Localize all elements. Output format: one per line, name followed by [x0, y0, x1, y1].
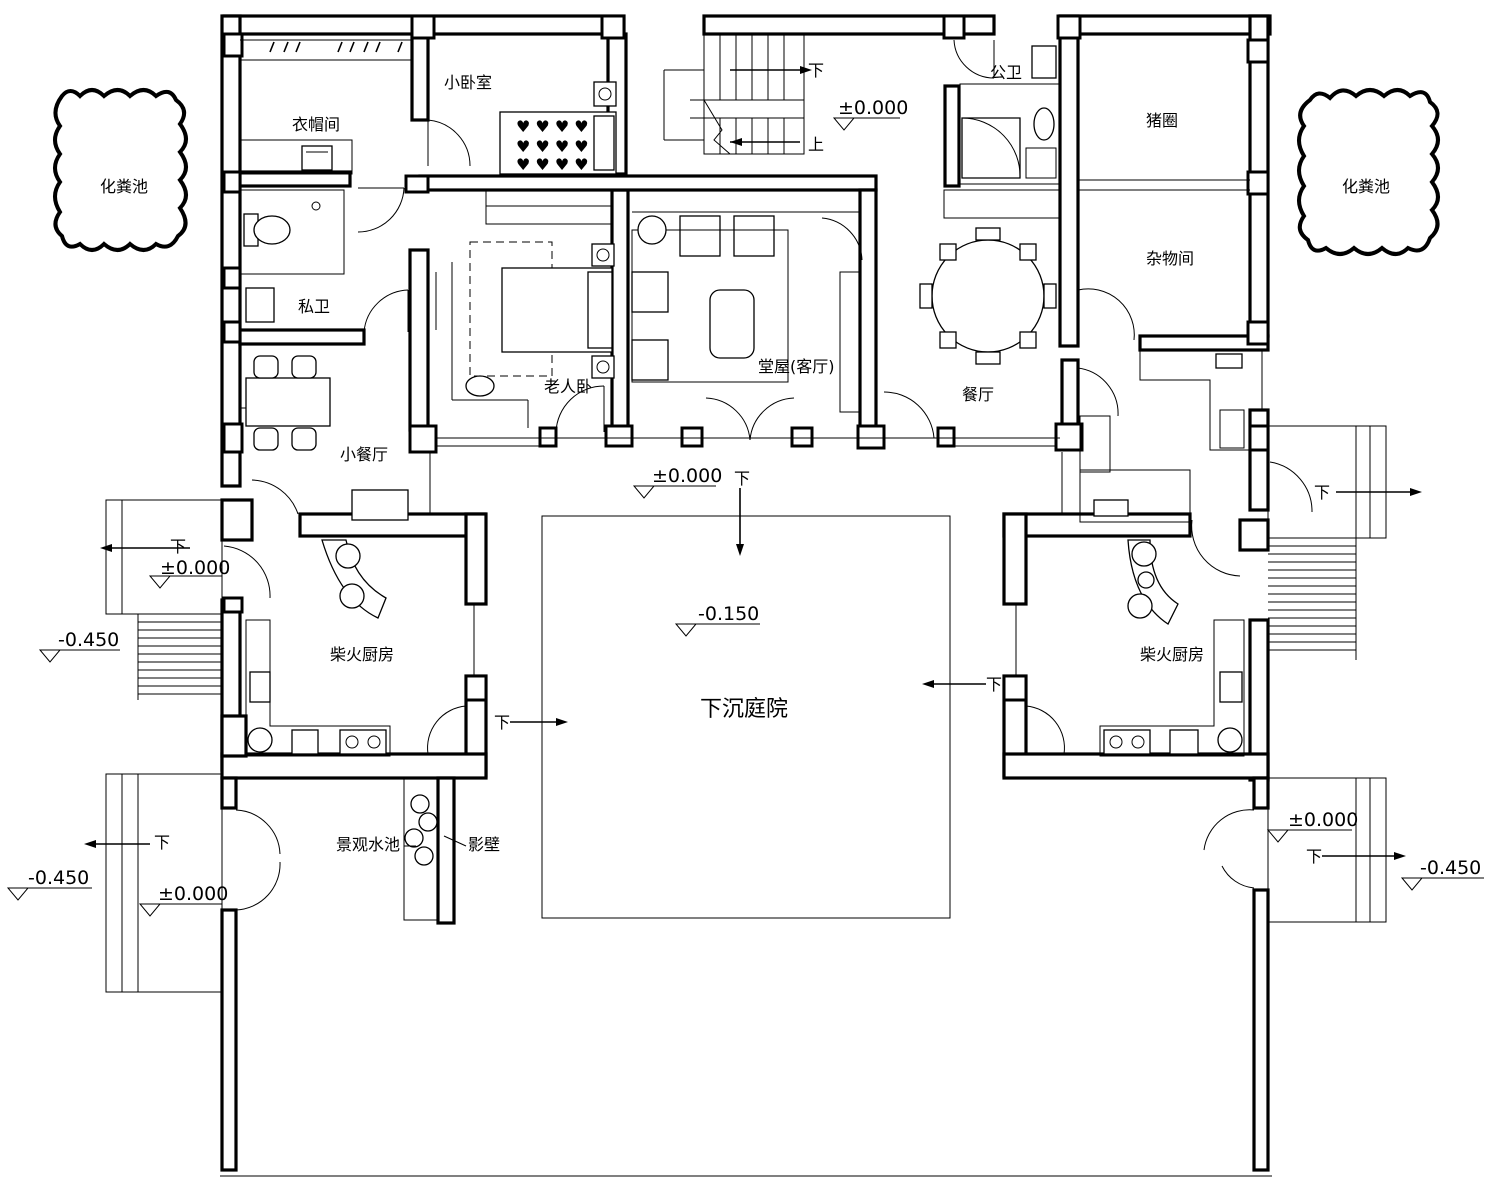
private-bath-fixtures	[239, 189, 345, 323]
label-septic-left: 化粪池	[100, 177, 148, 196]
left-mid-stair-treads	[138, 621, 222, 695]
label-septic-right: 化粪池	[1342, 177, 1390, 196]
elev-court-top: ±0.000	[652, 465, 722, 487]
small-bedroom-bed: ♥ ♥ ♥ ♥ ♥ ♥ ♥ ♥ ♥ ♥ ♥ ♥	[499, 81, 617, 175]
doors	[223, 39, 1313, 911]
label-pond: 景观水池	[336, 835, 400, 854]
wardrobe	[485, 189, 613, 225]
elder-bedroom-furniture	[435, 241, 615, 428]
cloakroom-furniture	[239, 41, 403, 175]
arrow-stair-up: 上	[808, 135, 824, 154]
sunken-courtyard	[541, 515, 951, 919]
elev-right-low-out: -0.450	[1420, 857, 1481, 879]
septic-tank-right	[1297, 88, 1440, 256]
small-dining-furniture	[240, 355, 409, 521]
label-dining: 餐厅	[962, 385, 994, 404]
septic-tank-left	[53, 88, 188, 252]
elev-left-low-out: -0.450	[28, 867, 89, 889]
label-screen-wall: 影壁	[468, 835, 500, 854]
hall-furniture	[631, 189, 861, 413]
label-kitchen-left: 柴火厨房	[330, 645, 394, 664]
public-bath-fixtures	[943, 45, 1061, 219]
label-elder-bedroom: 老人卧	[544, 377, 592, 396]
arrow-right-low-down: 下	[1306, 847, 1322, 866]
arrow-left-low-down: 下	[154, 833, 170, 852]
elevation-markers	[6, 117, 1484, 917]
label-kitchen-right: 柴火厨房	[1140, 645, 1204, 664]
elevation-labels: ±0.000 ±0.000 -0.150 ±0.000 -0.450 ±0.00…	[28, 97, 1481, 905]
right-mid-stair-treads	[1268, 545, 1356, 651]
arrow-right-mid-down: 下	[1314, 483, 1330, 502]
elev-stair: ±0.000	[838, 97, 908, 119]
right-kitchen-fixtures	[1099, 539, 1245, 757]
label-hall: 堂屋(客厅)	[758, 357, 835, 376]
svg-text:♥ ♥ ♥ ♥: ♥ ♥ ♥ ♥	[516, 117, 589, 136]
exterior-steps	[105, 425, 1387, 993]
arrow-labels: 下 上 下 下 下 下 下 下 下	[154, 61, 1330, 866]
svg-text:♥ ♥ ♥ ♥: ♥ ♥ ♥ ♥	[516, 155, 589, 174]
landscape-pond	[403, 777, 439, 921]
columns	[222, 14, 1270, 702]
arrow-court-right-down: 下	[986, 675, 1002, 694]
elev-court-center: -0.150	[698, 603, 759, 625]
elev-left-mid-level: ±0.000	[160, 557, 230, 579]
dining-table	[919, 227, 1057, 365]
arrow-court-top-down: 下	[734, 469, 750, 488]
label-cloakroom: 衣帽间	[292, 115, 340, 134]
label-small-bedroom: 小卧室	[444, 73, 492, 92]
elev-left-low-level: ±0.000	[158, 883, 228, 905]
label-small-dining: 小餐厅	[340, 445, 388, 464]
label-courtyard: 下沉庭院	[700, 697, 788, 722]
elev-right-low-level: ±0.000	[1288, 809, 1358, 831]
label-pigsty: 猪圈	[1146, 111, 1178, 130]
direction-arrows	[84, 488, 1422, 860]
arrow-stair-down: 下	[808, 61, 824, 80]
label-public-bath: 公卫	[990, 63, 1022, 82]
room-labels: 衣帽间 小卧室 私卫 老人卧 堂屋(客厅) 公卫 餐厅 猪圈 杂物间 小餐厅 柴…	[100, 63, 1390, 854]
label-private-bath: 私卫	[298, 297, 330, 316]
right-area-misc	[1079, 350, 1250, 523]
label-storage: 杂物间	[1146, 249, 1194, 268]
staircase	[663, 33, 812, 155]
elev-left-mid-out: -0.450	[58, 629, 119, 651]
svg-text:♥ ♥ ♥ ♥: ♥ ♥ ♥ ♥	[516, 137, 589, 156]
arrow-court-left-down: 下	[494, 713, 510, 732]
arrow-left-mid-down: 下	[170, 537, 186, 556]
left-kitchen-fixtures	[245, 539, 391, 757]
